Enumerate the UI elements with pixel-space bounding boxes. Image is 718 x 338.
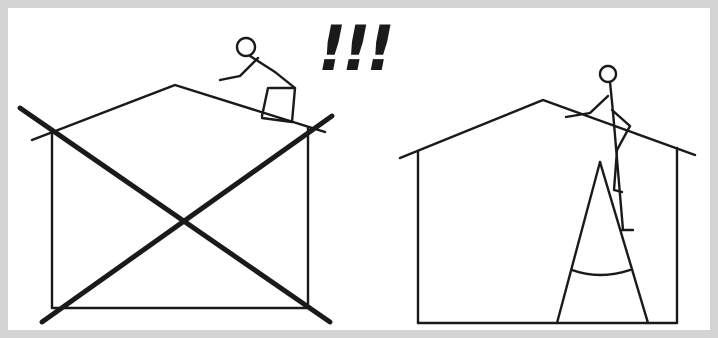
house-left <box>32 85 325 308</box>
house-right <box>400 100 695 323</box>
warning-exclamation: !!! <box>318 18 391 80</box>
cross-mark <box>20 108 332 322</box>
person-on-ladder <box>566 66 633 230</box>
correct-panel <box>400 66 695 323</box>
ladder <box>557 162 648 323</box>
person-on-roof <box>220 38 295 122</box>
incorrect-panel <box>20 38 332 322</box>
